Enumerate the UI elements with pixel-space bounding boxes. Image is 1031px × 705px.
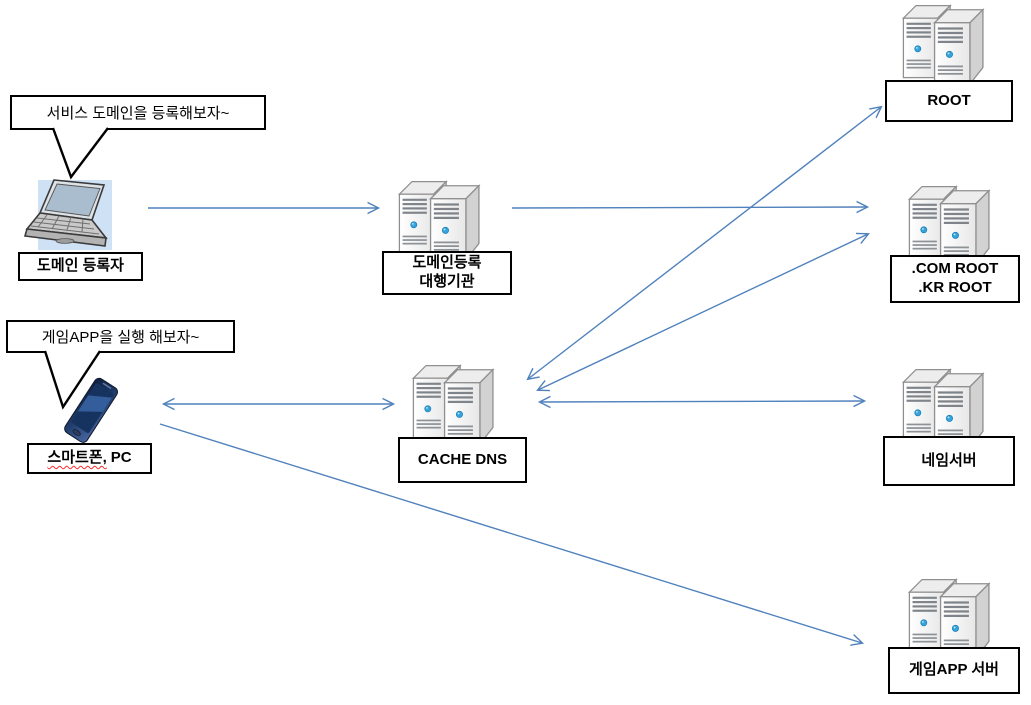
smartphone-label-korean: 스마트폰, (47, 449, 107, 467)
arrow-registrar-to-comkrroot (511, 207, 867, 208)
node-label-smartphone: 스마트폰, PC (27, 443, 152, 474)
arrow-smartphone-to-gameappserver (159, 423, 862, 643)
cache-dns-label-text: CACHE DNS (417, 450, 508, 468)
node-label-registrar: 도메인등록 대행기관 (382, 251, 512, 295)
speech-bubble-register: 서비스 도메인을 등록해보자~ (10, 95, 266, 130)
game-app-server-label-text: 게임APP 서버 (909, 661, 999, 679)
com-root-label-line1: .COM ROOT (911, 260, 999, 278)
registrar-label-line1: 도메인등록 (412, 254, 482, 272)
kr-root-label-line2: .KR ROOT (918, 279, 992, 296)
root-label-text: ROOT (927, 91, 971, 109)
arrow-cachedns-root (528, 107, 881, 379)
registrar-label-line2: 대행기관 (419, 273, 475, 290)
speech-bubble-register-tail (51, 127, 109, 180)
arrow-cachedns-nameserver (540, 401, 864, 402)
smartphone-icon (64, 377, 119, 443)
smartphone-label-pc: PC (110, 449, 132, 467)
speech-bubble-gameapp-text: 게임APP을 실행 해보자~ (41, 329, 200, 346)
name-server-label-text: 네임서버 (921, 451, 977, 469)
server-icon-root (898, 1, 998, 91)
speech-bubble-gameapp-tail (43, 350, 102, 410)
node-label-cache-dns: CACHE DNS (398, 437, 527, 483)
node-label-com-kr-root: .COM ROOT .KR ROOT (890, 255, 1020, 303)
speech-bubble-gameapp: 게임APP을 실행 해보자~ (6, 320, 235, 353)
node-label-root: ROOT (885, 80, 1013, 122)
arrow-cachedns-comkrroot (538, 234, 868, 390)
node-label-registrant: 도메인 등록자 (18, 252, 143, 281)
registrant-label-text: 도메인 등록자 (37, 257, 124, 275)
node-label-name-server: 네임서버 (883, 436, 1015, 486)
speech-bubble-register-text: 서비스 도메인을 등록해보자~ (46, 105, 230, 122)
node-label-game-app-server: 게임APP 서버 (888, 647, 1020, 694)
laptop-icon (23, 179, 108, 247)
